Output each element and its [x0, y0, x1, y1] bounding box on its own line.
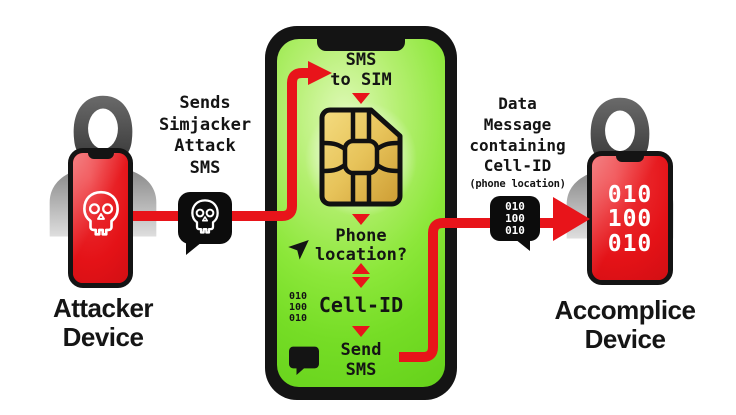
attacker-device-label: Attacker Device [14, 293, 192, 353]
accomplice-label-line1: Accomplice [554, 295, 696, 325]
step-phone-location: Phone location? [277, 226, 445, 266]
sms-skull-bubble [178, 192, 232, 255]
step-sms-to-sim: SMS to SIM [277, 50, 445, 90]
chat-bubble-icon [287, 345, 321, 375]
binary-text: 010 100 010 [289, 291, 307, 324]
accomplice-binary-text: 010 100 010 [592, 182, 668, 257]
sms-to-sim-line1: SMS [345, 50, 377, 70]
bubble-tail [515, 239, 530, 251]
bubble-binary-line1: 010 [505, 200, 525, 213]
binary-line3: 010 [289, 313, 308, 324]
right-flow-sublabel: (phone location) [469, 178, 566, 191]
sms-to-sim-line2: to SIM [330, 70, 392, 91]
binary-line2: 100 [289, 302, 308, 313]
down-arrow [352, 326, 370, 337]
bubble-binary-text: 010 100 010 [490, 200, 540, 238]
accomplice-phone: 010 100 010 [587, 151, 673, 285]
step-cell-id: Cell-ID [318, 293, 404, 317]
left-flow-line1: Sends [179, 93, 231, 113]
down-arrow [352, 214, 370, 225]
left-flow-line2: Simjacker [158, 114, 252, 135]
accomplice-binary-line1: 010 [607, 182, 653, 208]
navigation-arrow-icon [284, 230, 318, 264]
victim-phone-notch [317, 39, 405, 51]
send-sms-line1: Send [340, 340, 382, 360]
up-down-arrow [352, 263, 370, 288]
right-flow-line1: Data [498, 94, 537, 113]
victim-phone-screen: SMS to SIM [277, 39, 445, 387]
victim-phone: SMS to SIM [265, 26, 457, 400]
accomplice-binary-line2: 100 [607, 206, 653, 233]
accomplice-binary-line3: 010 [607, 230, 653, 257]
attacker-label-line2: Device [62, 322, 144, 353]
attacker-phone [68, 148, 133, 288]
data-message-bubble: 010 100 010 [490, 196, 540, 251]
left-flow-line3: Attack [174, 136, 236, 157]
up-arrow [352, 263, 370, 274]
right-flow-line2: Message [483, 114, 552, 134]
skull-icon [189, 197, 221, 237]
down-arrow [352, 93, 370, 104]
phone-location-line2: location? [314, 245, 408, 266]
right-flow-line4: Cell-ID [483, 156, 552, 176]
binary-line1: 010 [289, 291, 308, 302]
accomplice-device-label: Accomplice Device [534, 295, 716, 355]
sim-card-icon [319, 107, 403, 207]
accomplice-phone-notch [616, 156, 644, 162]
accomplice-phone-screen [592, 156, 668, 280]
bubble-binary-line3: 010 [505, 224, 525, 238]
attacker-label-line1: Attacker [52, 293, 154, 323]
accomplice-label-line2: Device [584, 324, 666, 355]
right-flow-label: Data Message containing Cell-ID (phone l… [452, 94, 583, 191]
down-arrow [352, 277, 370, 288]
skull-icon [80, 188, 122, 240]
left-flow-label: Sends Simjacker Attack SMS [132, 93, 278, 179]
right-flow-line3: containing [469, 135, 566, 155]
send-sms-line2: SMS [345, 359, 377, 380]
attacker-phone-notch [87, 153, 114, 159]
step-send-sms: Send SMS [277, 340, 445, 380]
phone-location-line1: Phone [335, 226, 387, 246]
bubble-tail [186, 242, 202, 255]
left-flow-line4: SMS [189, 157, 221, 178]
